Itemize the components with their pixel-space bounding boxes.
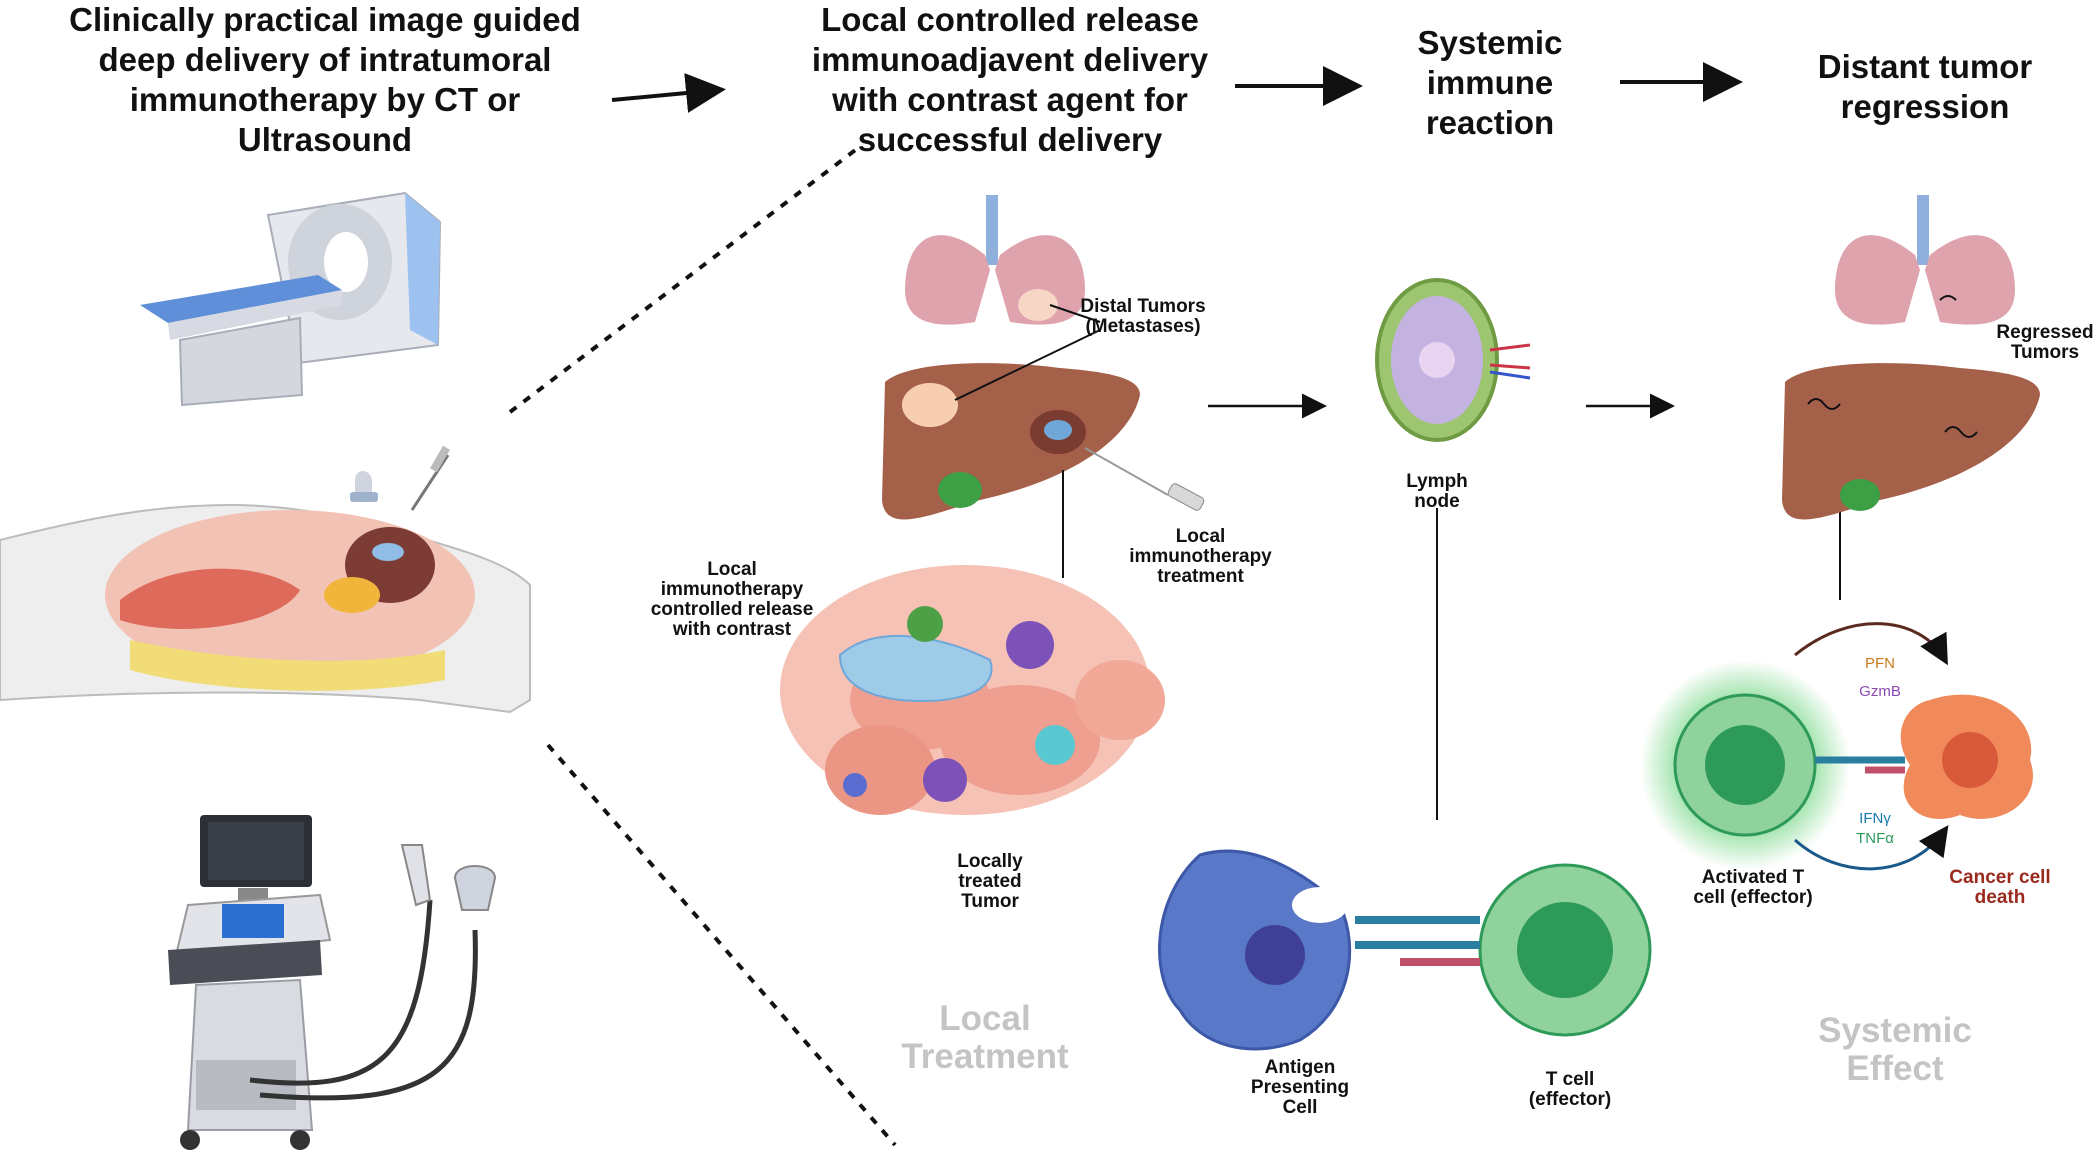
- tcell-killing-icon: [1640, 622, 2033, 871]
- label-tnfa: TNFα: [1856, 830, 1894, 847]
- lymph-node-icon: [1375, 278, 1531, 442]
- label-lymph-node: Lymph node: [1406, 471, 1468, 512]
- tumor-microenvironment-icon: [780, 565, 1165, 815]
- flow-arrows: [611, 62, 1743, 113]
- section-systemic-effect: Systemic Effect: [1818, 1011, 1972, 1088]
- liver-icon: [882, 363, 1205, 520]
- section-local-treatment: Local Treatment: [901, 999, 1069, 1076]
- label-locally-treated-tumor: Locally treated Tumor: [957, 851, 1023, 912]
- heading-step-4: Distant tumor regression: [1817, 48, 2033, 125]
- label-activated-t-cell: Activated T cell (effector): [1693, 867, 1813, 908]
- heading-step-1: Clinically practical image guided deep d…: [69, 1, 581, 158]
- label-local-treatment-needle: Local immunotherapy treatment: [1129, 526, 1272, 587]
- label-regressed-tumors: Regressed Tumors: [1996, 322, 2094, 363]
- label-pfn: PFN: [1865, 655, 1895, 672]
- label-distal-tumors: Distal Tumors (Metastases): [1080, 296, 1206, 337]
- ultrasound-machine-icon: [168, 815, 497, 1150]
- label-gzmb: GzmB: [1859, 683, 1901, 700]
- label-t-cell: T cell (effector): [1528, 1069, 1612, 1110]
- label-cancer-cell-death: Cancer cell death: [1949, 867, 2051, 908]
- distant-lungs-icon: [1835, 195, 2015, 325]
- label-ifng: IFNγ: [1859, 810, 1891, 827]
- label-apc: Antigen Presenting Cell: [1250, 1057, 1350, 1118]
- heading-step-3: Systemic immune reaction: [1417, 24, 1563, 141]
- lungs-icon: [905, 195, 1085, 325]
- zoom-dotted-lines: [508, 146, 897, 1147]
- label-controlled-release: Local immunotherapy controlled release w…: [650, 559, 814, 640]
- heading-step-2: Local controlled release immunoadjavent …: [811, 1, 1209, 158]
- ct-scanner-icon: [140, 191, 442, 407]
- apc-tcell-synapse-icon: [1158, 849, 1652, 1051]
- distant-liver-icon: [1782, 363, 2040, 520]
- body-cross-section-icon: [0, 445, 531, 714]
